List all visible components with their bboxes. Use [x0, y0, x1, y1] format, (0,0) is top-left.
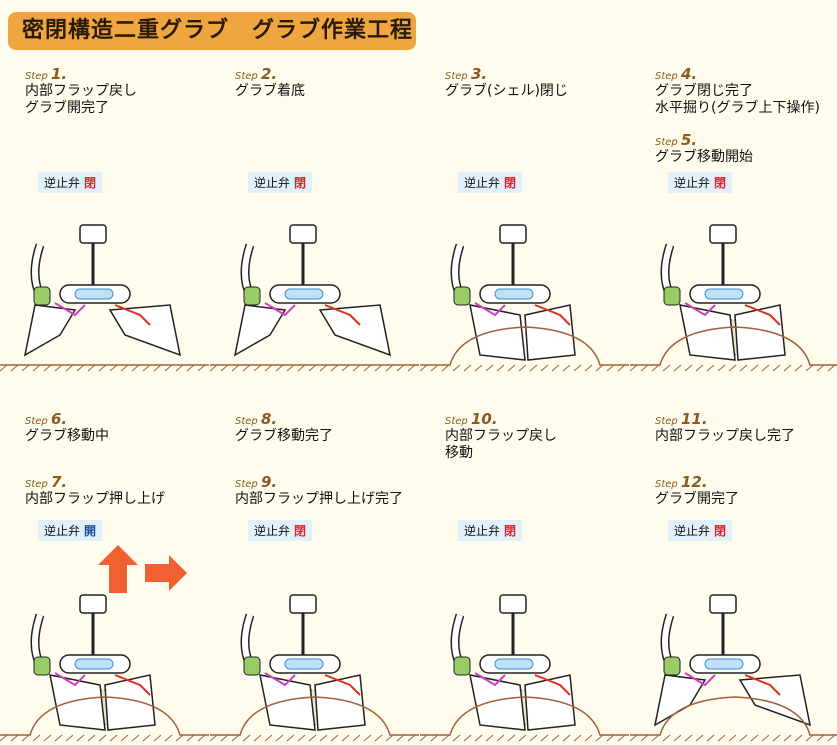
valve-state: 閉 [294, 176, 307, 190]
check-valve-status: 逆止弁閉 [38, 172, 103, 193]
step-cell: Step 6.グラブ移動中 Step 7.内部フラップ押し上げ逆止弁開 [0, 410, 209, 745]
step-cell: Step 1.内部フラップ戻し グラブ開完了逆止弁閉 [0, 65, 209, 410]
step-label: Step 4. [655, 65, 698, 83]
grab-bucket-illustration [420, 224, 629, 372]
step-description: 内部フラップ押し上げ完了 [235, 491, 403, 507]
grab-bucket-illustration [0, 224, 209, 372]
grab-bucket-illustration [420, 594, 629, 742]
check-valve-status: 逆止弁閉 [668, 172, 733, 193]
valve-state: 閉 [504, 524, 517, 538]
step-label: Step 2. [235, 65, 278, 83]
valve-state: 開 [84, 524, 97, 538]
step-cell: Step 2.グラブ着底逆止弁閉 [210, 65, 419, 410]
grab-bucket-illustration [210, 224, 419, 372]
step-cell: Step 4.グラブ閉じ完了 水平掘り(グラブ上下操作) Step 5.グラブ移動… [630, 65, 837, 410]
check-valve-status: 逆止弁閉 [668, 520, 733, 541]
valve-state: 閉 [84, 176, 97, 190]
check-valve-status: 逆止弁閉 [458, 172, 523, 193]
step-description: グラブ移動開始 [655, 149, 753, 165]
valve-label: 逆止弁 [44, 524, 81, 538]
arrow-right-icon [145, 555, 187, 591]
step-description: グラブ(シェル)閉じ [445, 83, 568, 99]
check-valve-status: 逆止弁閉 [458, 520, 523, 541]
valve-state: 閉 [294, 524, 307, 538]
valve-state: 閉 [714, 524, 727, 538]
valve-label: 逆止弁 [44, 176, 81, 190]
valve-state: 閉 [714, 176, 727, 190]
check-valve-status: 逆止弁閉 [248, 520, 313, 541]
arrow-up-icon [98, 545, 138, 593]
step-label: Step 10. [445, 410, 498, 428]
page-title: 密閉構造二重グラブ グラブ作業工程 [8, 12, 416, 50]
step-label: Step 11. [655, 410, 708, 428]
step-description: グラブ閉じ完了 水平掘り(グラブ上下操作) [655, 83, 820, 116]
step-cell: Step 3.グラブ(シェル)閉じ逆止弁閉 [420, 65, 629, 410]
step-cell: Step 11.内部フラップ戻し完了 Step 12.グラブ開完了逆止弁閉 [630, 410, 837, 745]
grab-bucket-illustration [0, 594, 209, 742]
valve-label: 逆止弁 [254, 176, 291, 190]
step-cell: Step 8.グラブ移動完了 Step 9.内部フラップ押し上げ完了逆止弁閉 [210, 410, 419, 745]
step-label: Step 8. [235, 410, 278, 428]
check-valve-status: 逆止弁閉 [248, 172, 313, 193]
grab-bucket-illustration [630, 594, 837, 742]
step-description: グラブ移動完了 [235, 428, 333, 444]
step-label: Step 7. [25, 473, 68, 491]
step-label: Step 5. [655, 131, 698, 149]
step-cell: Step 10.内部フラップ戻し 移動逆止弁閉 [420, 410, 629, 745]
grab-bucket-illustration [210, 594, 419, 742]
step-description: 内部フラップ戻し グラブ開完了 [25, 83, 137, 116]
valve-label: 逆止弁 [674, 176, 711, 190]
valve-label: 逆止弁 [254, 524, 291, 538]
step-label: Step 1. [25, 65, 68, 83]
step-label: Step 12. [655, 473, 708, 491]
step-description: 内部フラップ戻し完了 [655, 428, 795, 444]
step-description: グラブ移動中 [25, 428, 109, 444]
step-label: Step 3. [445, 65, 488, 83]
valve-state: 閉 [504, 176, 517, 190]
valve-label: 逆止弁 [464, 176, 501, 190]
step-label: Step 9. [235, 473, 278, 491]
check-valve-status: 逆止弁開 [38, 520, 103, 541]
grab-bucket-illustration [630, 224, 837, 372]
step-description: グラブ着底 [235, 83, 305, 99]
step-description: グラブ開完了 [655, 491, 739, 507]
valve-label: 逆止弁 [674, 524, 711, 538]
step-description: 内部フラップ戻し 移動 [445, 428, 557, 461]
step-label: Step 6. [25, 410, 68, 428]
step-description: 内部フラップ押し上げ [25, 491, 165, 507]
valve-label: 逆止弁 [464, 524, 501, 538]
